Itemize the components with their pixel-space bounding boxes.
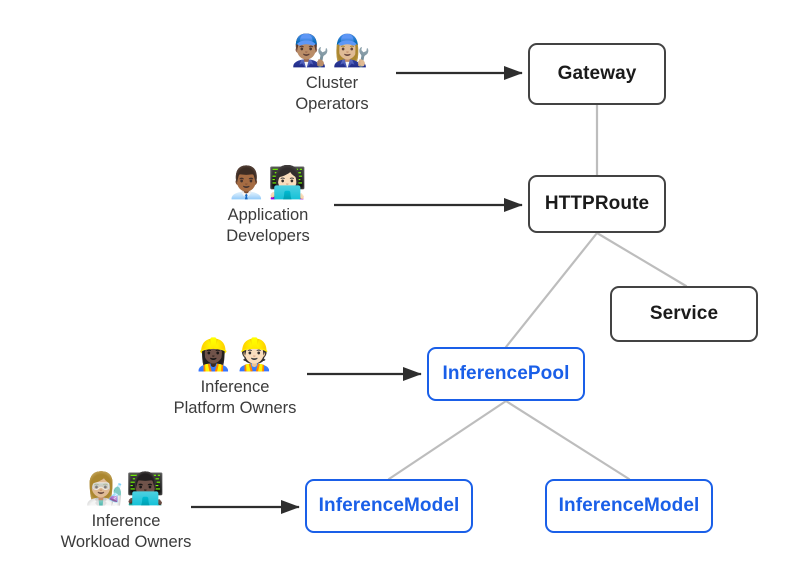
persona-label-line2: Operators	[295, 95, 369, 113]
connector-inferencepool-to-inferencemodel1	[387, 399, 508, 481]
persona-label-line2: Workload Owners	[60, 533, 192, 551]
persona-icon-inference-workload-owners: 👩🏼‍🔬👨🏿‍💻	[85, 471, 167, 506]
connector-inferencepool-to-inferencemodel2	[504, 399, 631, 481]
persona-label-line1: Inference	[200, 378, 270, 396]
persona-icon-cluster-operators: 👨🏽‍🔧👩🏼‍🔧	[291, 33, 373, 68]
node-inferencemodel2[interactable]: InferenceModel	[545, 479, 713, 533]
persona-label-line2: Platform Owners	[173, 399, 297, 417]
connector-httproute-to-service	[595, 231, 688, 288]
persona-icon-application-developers: 👨🏾‍💼👩🏻‍💻	[227, 165, 309, 200]
node-service[interactable]: Service	[610, 286, 758, 342]
persona-label-line1: Inference	[91, 512, 161, 530]
persona-label-line1: Application	[227, 206, 309, 224]
node-inferencemodel1[interactable]: InferenceModel	[305, 479, 473, 533]
node-httproute[interactable]: HTTPRoute	[528, 175, 666, 233]
node-inferencepool[interactable]: InferencePool	[427, 347, 585, 401]
persona-icon-inference-platform-owners: 👷🏿‍♀️👷🏻	[194, 337, 276, 372]
persona-label-line2: Developers	[226, 227, 310, 245]
node-gateway[interactable]: Gateway	[528, 43, 666, 105]
persona-label-line1: Cluster	[305, 74, 359, 92]
connector-httproute-to-inferencepool	[504, 231, 599, 349]
